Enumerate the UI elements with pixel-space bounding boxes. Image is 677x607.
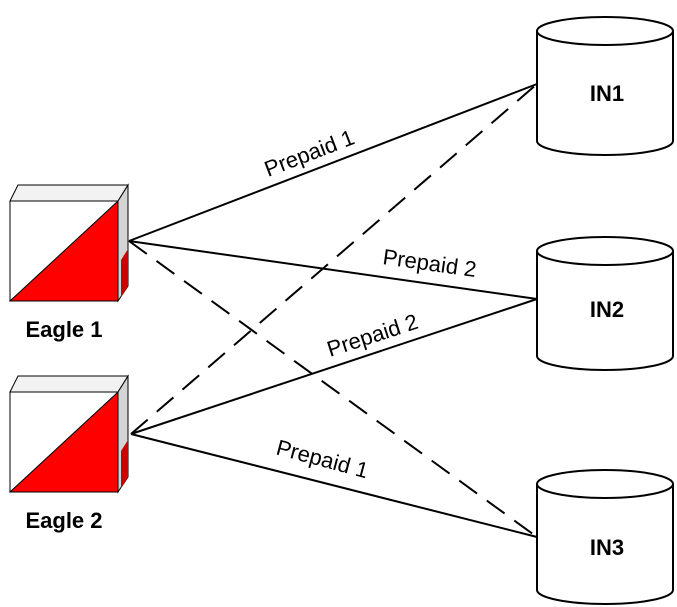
edge-label-eagle1-in2: Prepaid 2 [381,244,478,282]
in2-node[interactable]: IN2 [536,236,674,371]
in1-node[interactable]: IN1 [536,16,674,156]
edge-eagle1-in1 [128,83,538,242]
edge-eagle1-in2 [128,240,538,300]
eagle-1-node[interactable]: Eagle 1 [8,183,129,342]
edge-label-eagle2-in3: Prepaid 1 [274,435,371,484]
in2-label: IN2 [590,297,624,322]
in1-label: IN1 [590,81,624,106]
connections [128,83,538,538]
in3-node[interactable]: IN3 [536,469,674,605]
edge-label-eagle1-in1: Prepaid 1 [261,125,358,182]
eagle-2-label: Eagle 2 [25,508,102,533]
edge-eagle1-in3 [128,240,538,538]
eagle-2-node[interactable]: Eagle 2 [8,374,129,533]
cube-icon [8,374,129,494]
database-cylinder-icon [536,469,674,605]
eagle-1-label: Eagle 1 [25,317,102,342]
edge-eagle2-in1 [130,83,538,435]
in3-label: IN3 [590,535,624,560]
database-cylinder-icon [536,16,674,156]
edge-eagle2-in3 [130,433,538,538]
database-cylinder-icon [536,236,674,371]
edge-eagle2-in2 [130,298,538,435]
cube-icon [8,183,129,303]
